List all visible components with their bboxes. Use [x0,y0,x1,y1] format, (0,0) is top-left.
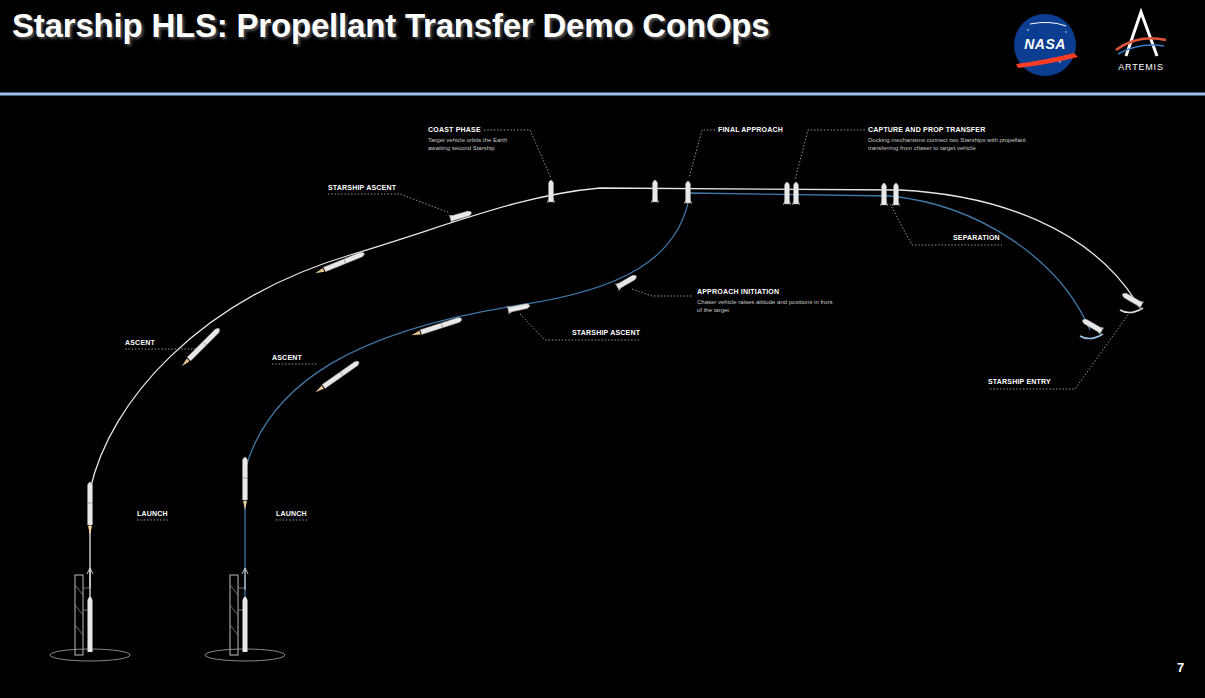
leader-line [276,520,309,521]
phase-heading: FINAL APPROACH [718,126,783,133]
launch-pad [205,568,285,661]
leader-line [890,204,1002,245]
artemis-a [1126,12,1157,56]
trajectories [90,188,1135,640]
leader-line [988,312,1130,389]
artemis-swoosh-red [1116,38,1166,50]
nasa-chevron [1016,53,1078,68]
leader-line [689,130,715,178]
leader-lines [125,130,1130,520]
phase-heading: STARSHIP ASCENT [328,184,396,191]
phase-heading: SEPARATION [953,234,1000,241]
leader-line [520,314,640,340]
phase-note: Docking mechanisms connect two Starships… [868,137,1028,152]
nasa-orbit-arc [1030,22,1066,26]
leader-line [632,289,692,296]
chaser-trajectory [245,193,1090,640]
nasa-logo [1014,14,1078,76]
slide-title: Starship HLS: Propellant Transfer Demo C… [12,7,769,45]
vehicles [88,180,1145,535]
artemis-logo [1116,12,1166,56]
launch-pad [50,568,130,661]
phase-heading: APPROACH INITIATION [697,288,779,295]
artemis-swoosh-blue [1118,45,1164,54]
phase-heading: CAPTURE AND PROP TRANSFER [868,126,985,133]
page-number: 7 [1177,660,1184,675]
phase-note: Target vehicle orbits the Earth awaiting… [428,137,523,152]
leader-line [272,364,318,365]
leader-line [125,349,196,350]
logo-text: ARTEMIS [1110,62,1172,72]
leader-line [795,130,865,180]
phase-heading: LAUNCH [276,510,307,517]
entry-heatshield [1080,334,1103,339]
phase-heading: ASCENT [272,354,302,361]
phase-heading: STARSHIP ASCENT [572,329,640,336]
header-rule [0,93,1205,96]
phase-heading: STARSHIP ENTRY [988,378,1051,385]
entry-heatshield [1120,308,1143,313]
target-trajectory [90,188,1135,630]
phase-note: Chaser vehicle raises altitude and posit… [697,299,837,314]
phase-heading: LAUNCH [137,510,168,517]
leader-line [137,520,170,521]
logo-text: NASA [1020,36,1070,52]
phase-heading: COAST PHASE [428,126,481,133]
leader-line [328,194,450,213]
phase-heading: ASCENT [125,339,155,346]
